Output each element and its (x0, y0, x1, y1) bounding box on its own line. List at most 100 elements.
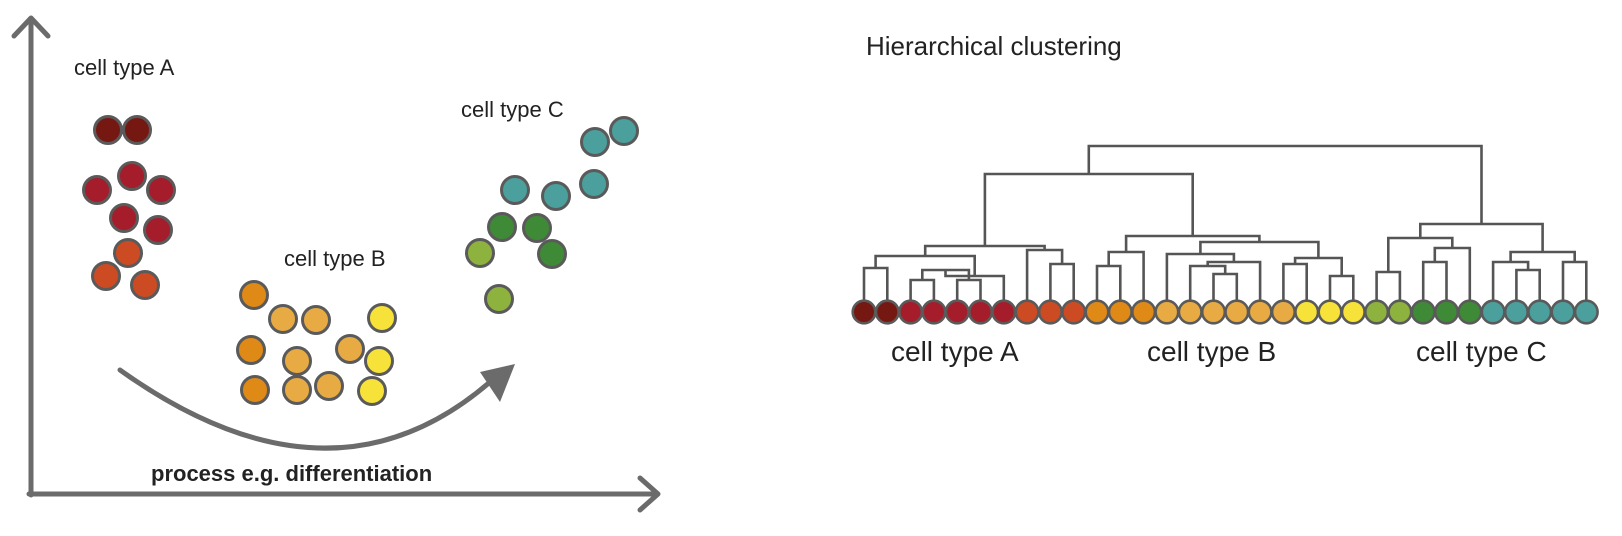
dendrogram-branch (1561, 260, 1588, 300)
dendrogram-branch (1282, 262, 1308, 300)
dendrogram-leaf (967, 299, 994, 325)
dendrogram-leaf (1247, 299, 1273, 325)
x-axis (26, 475, 661, 513)
cell-dot-b (364, 346, 394, 376)
cell-dots (82, 115, 639, 406)
dendrogram-branch (1107, 250, 1145, 300)
dendrogram-tree (862, 144, 1588, 300)
dendrogram-branch (1199, 240, 1320, 258)
label-cell-type-a: cell type A (74, 55, 175, 80)
cell-dot-a (122, 115, 152, 145)
dendrogram-leaf (1433, 299, 1460, 325)
cell-dot-a (117, 161, 147, 191)
dendrogram-branch (1421, 260, 1448, 300)
cell-dot-b (367, 303, 397, 333)
cell-dot-b (239, 280, 269, 310)
cell-dot-b (357, 376, 387, 406)
dendrogram-branch (874, 254, 976, 276)
cell-dot-a (109, 203, 139, 233)
dendrogram-leaf (1084, 299, 1110, 325)
dendrogram-leaf (1061, 299, 1087, 325)
cell-dot-a (146, 175, 176, 205)
cell-dot-c (487, 212, 517, 242)
cell-dot-c (484, 284, 514, 314)
dendrogram-leaf (1387, 299, 1413, 325)
cell-dot-b (268, 304, 298, 334)
dendrogram-panel: Hierarchical clustering cell type A cell… (851, 31, 1599, 367)
dendrogram-leaf (1224, 299, 1250, 325)
cell-dot-b (282, 375, 312, 405)
dendro-label-cell-type-b: cell type B (1147, 336, 1276, 367)
dendrogram-leaf (1503, 299, 1529, 325)
cell-dot-c (609, 116, 639, 146)
dendrogram-branch (1433, 246, 1472, 300)
cell-dot-b (335, 334, 365, 364)
cell-dot-c (537, 239, 567, 269)
dendrogram-leaf (1573, 299, 1599, 325)
dendrogram-leaf (1317, 299, 1343, 325)
dendrogram-leaf (1480, 299, 1506, 325)
cell-dot-a (143, 215, 173, 245)
process-label: process e.g. differentiation (151, 461, 432, 486)
dendrogram-leaf (991, 299, 1017, 325)
dendro-label-cell-type-a: cell type A (891, 336, 1019, 367)
dendrogram-leaf (1014, 299, 1040, 325)
label-cell-type-b: cell type B (284, 246, 386, 271)
dendrogram-branch (1206, 260, 1262, 300)
dendrogram-leaf (1340, 299, 1366, 325)
dendrogram-branch (1049, 262, 1075, 300)
cell-dot-b (314, 371, 344, 401)
dendrogram-branch (955, 278, 982, 300)
dendrogram-branch (909, 278, 936, 300)
cell-dot-c (500, 175, 530, 205)
dendrogram-leaf (1107, 299, 1133, 325)
dendrogram-leaf (1200, 299, 1227, 325)
dendrogram-leaf (1270, 299, 1296, 325)
cell-dot-b (240, 375, 270, 405)
dendrogram-leaf (944, 299, 970, 325)
dendrogram-branch (1188, 264, 1227, 300)
dendrogram-leaf (1410, 299, 1436, 325)
dendrogram-branch (1387, 236, 1454, 272)
scatter-panel: cell type A cell type B cell type C proc… (11, 15, 661, 513)
cell-dot-b (282, 346, 312, 376)
dendrogram-leaf (1130, 299, 1157, 325)
dendrogram-leaf (1527, 299, 1553, 325)
cell-dot-c (579, 169, 609, 199)
dendrogram-branch (862, 266, 889, 300)
cell-dot-b (301, 305, 331, 335)
cell-dot-c (465, 238, 495, 268)
dendrogram-title: Hierarchical clustering (866, 31, 1122, 61)
y-axis (11, 15, 51, 498)
dendrogram-leaf (1363, 299, 1390, 325)
cell-dot-a (82, 175, 112, 205)
dendrogram-leaf (1154, 299, 1180, 325)
dendrogram-leaf (1550, 299, 1576, 325)
dendrogram-branch (1095, 264, 1122, 300)
dendrogram-leaf (1037, 299, 1063, 325)
dendrogram-branch (1491, 260, 1530, 300)
cell-dot-a (93, 115, 123, 145)
dendrogram-branch (1328, 274, 1355, 300)
cell-dot-b (236, 335, 266, 365)
dendrogram-leaf (1457, 299, 1483, 325)
dendrogram-branch (1212, 272, 1239, 300)
dendrogram-leaf (897, 299, 924, 325)
dendrogram-leaf (851, 299, 877, 325)
dendrogram-leaf (874, 299, 900, 325)
cell-dot-a (113, 238, 143, 268)
dendrogram-branch (1293, 256, 1343, 276)
dendrogram-branch (1025, 248, 1064, 300)
dendrogram-branch (1515, 268, 1541, 300)
cell-dot-c (541, 181, 571, 211)
dendrogram-leaf (921, 299, 947, 325)
cell-dot-a (91, 261, 121, 291)
label-cell-type-c: cell type C (461, 97, 564, 122)
dendrogram-branch (1509, 250, 1576, 262)
dendrogram-branch (1124, 234, 1261, 252)
cell-dot-c (522, 213, 552, 243)
dendro-label-cell-type-c: cell type C (1416, 336, 1547, 367)
cell-dot-c (580, 127, 610, 157)
process-arrow (117, 364, 515, 451)
